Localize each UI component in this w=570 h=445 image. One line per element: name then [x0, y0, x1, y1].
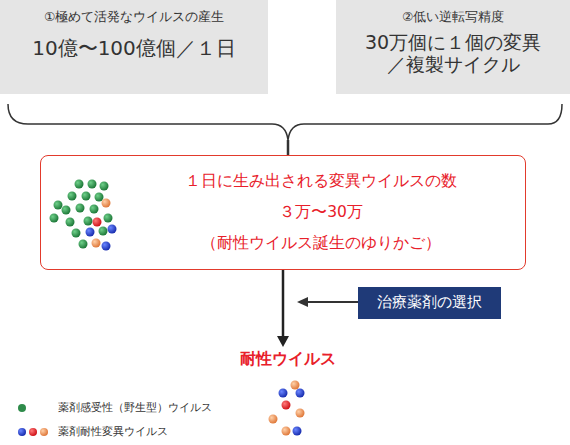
node-text: 治療薬剤の選択	[358, 293, 501, 311]
node-text: ①極めて活発なウイルスの産生	[0, 9, 268, 24]
selection-arrow	[306, 301, 358, 303]
selection-box: 治療薬剤の選択	[358, 287, 501, 319]
legend-text: 薬剤感受性（野生型）ウイルス	[58, 401, 212, 415]
red-outline-box: １日に生み出される変異ウイルスの数 ３万〜30万 （耐性ウイルス誕生のゆりかご）	[40, 155, 526, 270]
legend-sample-dots	[18, 428, 48, 436]
brace-stem	[287, 140, 290, 155]
curly-brace	[8, 104, 562, 140]
arrowhead	[277, 336, 289, 347]
node-text: ②低い逆転写精度	[336, 9, 570, 24]
virus-cluster	[50, 180, 117, 251]
selection-arrowhead	[297, 297, 308, 307]
arrow-line	[282, 270, 285, 338]
flow-arrow	[277, 270, 289, 347]
node-text: 10億〜100億個／１日	[0, 36, 268, 60]
resistant-cluster	[269, 381, 305, 436]
result-label: 耐性ウイルス	[228, 347, 348, 371]
gray-box: ②低い逆転写精度 30万個に１個の変異 ／複製サイクル	[336, 0, 570, 94]
legend-text: 薬剤耐性変異ウイルス	[58, 425, 168, 439]
node-text: １日に生み出される変異ウイルスの数	[131, 172, 511, 191]
node-text: ３万〜30万	[131, 203, 511, 222]
legend-swatch	[18, 404, 26, 412]
node-text: （耐性ウイルス誕生のゆりかご）	[131, 234, 511, 253]
node-text: 30万個に１個の変異 ／複製サイクル	[354, 32, 552, 76]
gray-box: ①極めて活発なウイルスの産生 10億〜100億個／１日	[0, 0, 268, 94]
node-text: 耐性ウイルス	[228, 349, 348, 368]
